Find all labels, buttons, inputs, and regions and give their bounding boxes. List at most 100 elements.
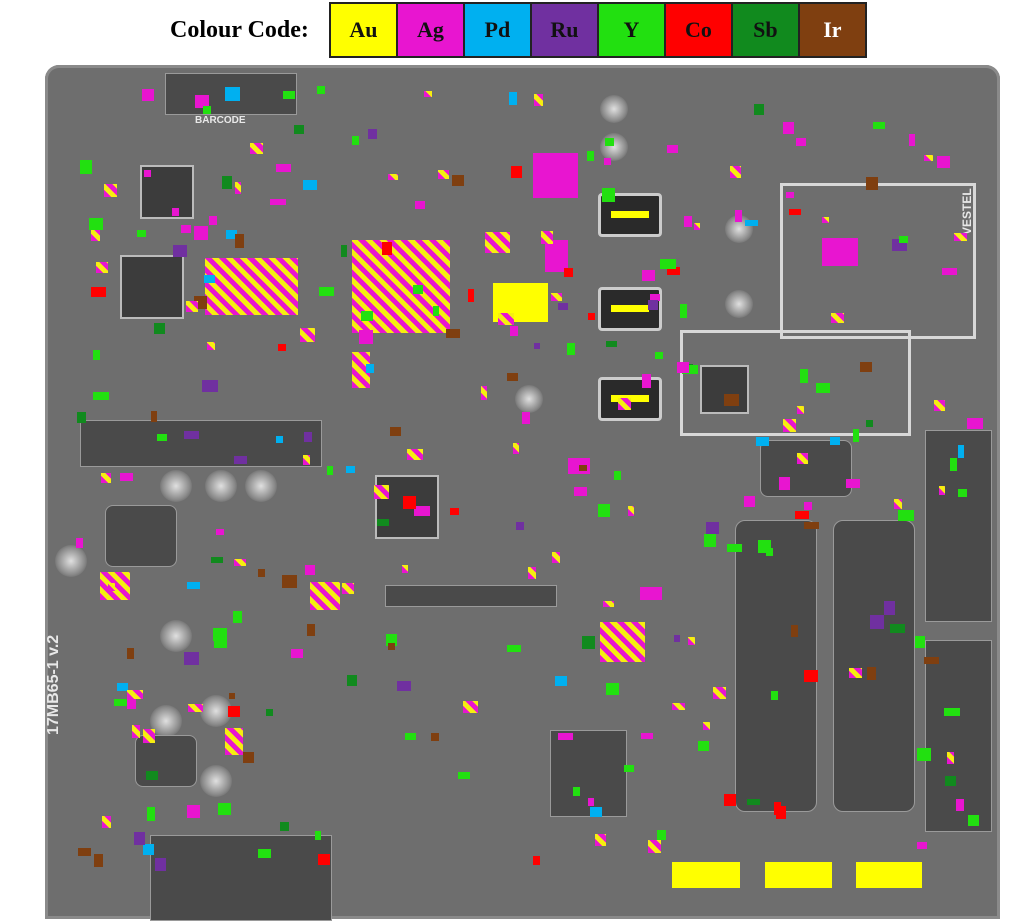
- au-ag-overlay: [947, 751, 954, 765]
- element-overlay: [950, 458, 958, 472]
- legend-item-co: Co: [665, 4, 733, 56]
- au-ag-overlay: [712, 687, 727, 699]
- element-overlay: [326, 465, 334, 475]
- legend-item-sb: Sb: [732, 4, 800, 56]
- element-overlay: [397, 680, 411, 691]
- au-ag-overlay: [107, 583, 115, 592]
- element-overlay: [258, 568, 266, 578]
- element-overlay: [317, 86, 325, 94]
- element-overlay: [304, 432, 312, 442]
- au-overlay: [856, 862, 922, 888]
- au-ag-overlay: [533, 94, 544, 106]
- element-overlay: [604, 158, 612, 165]
- element-overlay: [347, 674, 357, 686]
- legend-item-y: Y: [598, 4, 666, 56]
- element-overlay: [136, 230, 146, 237]
- element-overlay: [345, 466, 355, 473]
- legend-item-ir: Ir: [799, 4, 865, 56]
- capacitor: [600, 95, 628, 123]
- element-overlay: [366, 363, 375, 373]
- inductor: [105, 505, 177, 567]
- element-overlay: [385, 633, 398, 647]
- au-ag-overlay: [205, 258, 298, 315]
- au-ag-overlay: [923, 154, 934, 162]
- connector: [385, 585, 557, 607]
- element-overlay: [228, 705, 240, 717]
- au-ag-overlay: [310, 582, 340, 610]
- element-overlay: [723, 394, 739, 407]
- element-overlay: [803, 670, 819, 683]
- element-overlay: [967, 418, 983, 429]
- element-overlay: [315, 831, 322, 840]
- element-overlay: [642, 374, 652, 388]
- shield-frame: [680, 330, 911, 436]
- au-ag-overlay: [540, 230, 554, 245]
- element-overlay: [916, 841, 927, 850]
- element-overlay: [789, 209, 802, 216]
- element-overlay: [222, 175, 233, 189]
- element-overlay: [870, 615, 884, 629]
- element-overlay: [588, 797, 595, 807]
- element-overlay: [655, 351, 663, 360]
- element-overlay: [755, 437, 770, 446]
- capacitor: [200, 695, 232, 727]
- element-overlay: [623, 765, 635, 772]
- element-overlay: [155, 857, 167, 871]
- element-overlay: [726, 543, 743, 553]
- element-overlay: [890, 623, 906, 634]
- au-ag-overlay: [101, 472, 112, 484]
- capacitor: [245, 470, 277, 502]
- element-overlay: [193, 226, 208, 240]
- element-overlay: [276, 436, 284, 443]
- element-overlay: [799, 369, 808, 384]
- element-overlay: [235, 234, 245, 248]
- element-overlay: [558, 302, 568, 311]
- element-overlay: [510, 166, 522, 179]
- au-ag-overlay: [481, 386, 488, 401]
- au-ag-overlay: [352, 352, 370, 388]
- au-ag-overlay: [938, 486, 945, 496]
- au-ag-overlay: [849, 667, 862, 679]
- element-overlay: [957, 489, 968, 497]
- element-overlay: [143, 170, 152, 177]
- au-ag-overlay: [617, 398, 632, 410]
- element-overlay: [225, 230, 238, 240]
- element-overlay: [281, 574, 297, 589]
- au-ag-overlay: [249, 142, 264, 155]
- element-overlay: [786, 191, 795, 198]
- element-overlay: [867, 667, 876, 680]
- capacitor: [160, 470, 192, 502]
- scart-port: [833, 520, 915, 812]
- element-overlay: [516, 522, 524, 531]
- element-overlay: [77, 411, 87, 424]
- element-overlay: [468, 289, 475, 303]
- element-overlay: [506, 373, 519, 381]
- element-overlay: [120, 472, 133, 481]
- element-overlay: [666, 266, 681, 276]
- au-ag-overlay: [527, 566, 537, 580]
- au-ag-overlay: [407, 449, 423, 461]
- element-overlay: [564, 267, 573, 277]
- element-overlay: [126, 648, 134, 660]
- element-overlay: [884, 601, 896, 615]
- element-overlay: [852, 429, 860, 443]
- element-overlay: [282, 90, 295, 99]
- element-overlay: [598, 504, 610, 518]
- element-overlay: [302, 179, 317, 191]
- element-overlay: [956, 799, 964, 811]
- element-overlay: [457, 772, 471, 780]
- au-overlay: [765, 862, 832, 888]
- element-overlay: [92, 350, 101, 361]
- au-ag-overlay: [401, 564, 409, 574]
- element-overlay: [724, 793, 736, 807]
- element-overlay: [613, 470, 621, 481]
- element-overlay: [734, 209, 742, 223]
- element-overlay: [234, 456, 248, 465]
- element-overlay: [804, 502, 812, 510]
- au-ag-overlay: [671, 702, 686, 710]
- element-overlay: [317, 853, 331, 865]
- element-overlay: [554, 675, 568, 687]
- vga-port: [760, 440, 852, 497]
- legend-item-ru: Ru: [531, 4, 599, 56]
